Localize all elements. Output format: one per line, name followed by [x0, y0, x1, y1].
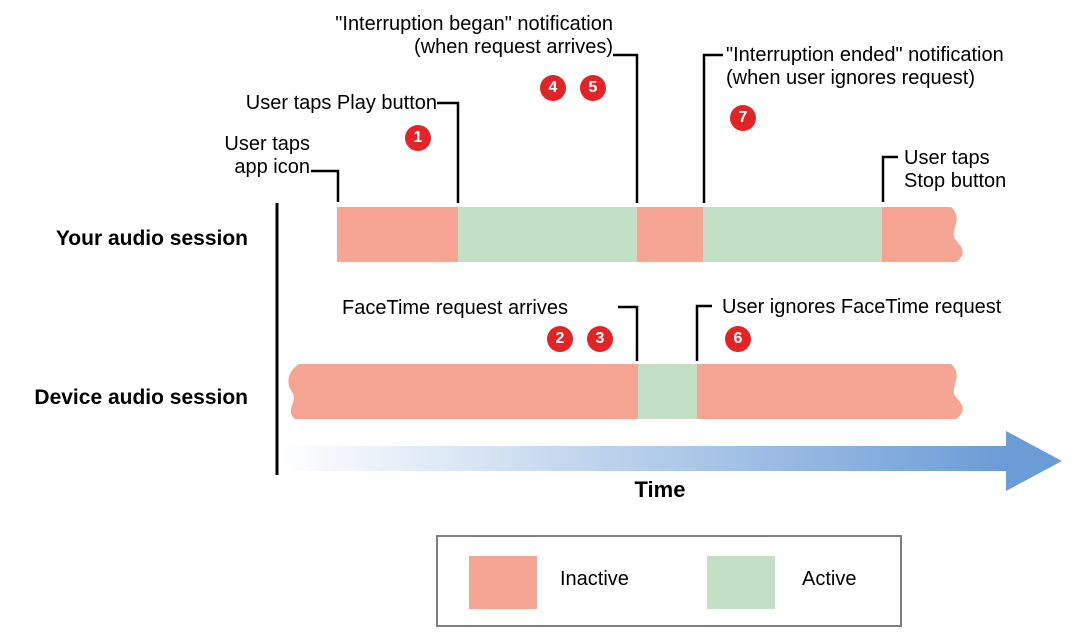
your-bar-active-2	[703, 207, 882, 262]
your-bar-inactive-1	[337, 207, 458, 262]
annotation-user-taps-app-icon: User taps app icon	[224, 133, 310, 179]
callout-line-user-taps-play	[437, 101, 460, 203]
step-marker-4: 4	[540, 75, 566, 101]
time-arrow-head	[1006, 431, 1062, 491]
legend-label-inactive: Inactive	[560, 568, 629, 590]
legend-label-active: Active	[802, 568, 857, 590]
legend-swatch-active	[707, 556, 775, 609]
step-marker-1: 1	[405, 125, 431, 151]
annotation-interruption-began-line1: "Interruption began" notification	[335, 13, 613, 35]
legend: Inactive Active	[436, 535, 902, 627]
time-arrow-body	[280, 446, 1006, 471]
device-bar-inactive-1-torn-edge	[288, 364, 638, 419]
device-session-bar	[288, 364, 963, 419]
annotation-interruption-ended-line1: "Interruption ended" notification	[726, 44, 1004, 66]
device-bar-active-1	[638, 364, 697, 419]
your-bar-inactive-2	[637, 207, 703, 262]
step-marker-3: 3	[587, 326, 613, 352]
your-session-bar	[337, 207, 963, 262]
step-marker-7: 7	[730, 105, 756, 131]
annotation-interruption-began-line2: (when request arrives)	[414, 36, 613, 58]
row-label-your-audio-session: Your audio session	[55, 227, 248, 250]
annotation-user-taps-stop-line2: Stop button	[904, 170, 1007, 192]
callout-line-user-taps-stop	[881, 155, 898, 202]
annotation-user-taps-play: User taps Play button	[245, 92, 437, 114]
step-marker-2: 2	[547, 326, 573, 352]
annotation-interruption-ended-line2: (when user ignores request)	[726, 67, 976, 89]
callout-line-user-taps-app-icon	[311, 169, 340, 202]
time-axis-label: Time	[634, 477, 686, 502]
callout-line-user-ignores-facetime	[695, 304, 712, 361]
device-bar-inactive-2-torn-edge	[697, 364, 963, 419]
step-marker-5: 5	[580, 75, 606, 101]
annotation-interruption-began: "Interruption began" notification (when …	[335, 13, 613, 59]
annotation-user-ignores-facetime: User ignores FaceTime request	[722, 296, 1002, 318]
annotation-user-taps-stop-line1: User taps	[904, 147, 990, 169]
callout-line-interruption-ended	[702, 53, 723, 203]
legend-swatch-inactive	[469, 556, 537, 609]
annotation-user-taps-stop: User taps Stop button	[904, 147, 1006, 193]
annotation-facetime-request-arrives: FaceTime request arrives	[342, 297, 568, 319]
your-bar-active-1	[458, 207, 637, 262]
row-label-device-audio-session: Device audio session	[34, 386, 248, 409]
annotation-interruption-ended: "Interruption ended" notification (when …	[726, 44, 1004, 90]
step-marker-6: 6	[725, 326, 751, 352]
annotation-user-taps-app-icon-line2: app icon	[234, 156, 310, 178]
callout-line-interruption-began	[613, 53, 639, 203]
annotation-user-taps-app-icon-line1: User taps	[224, 133, 310, 155]
your-bar-inactive-3-torn-edge	[882, 207, 963, 262]
callout-line-facetime-arrives	[618, 305, 639, 361]
